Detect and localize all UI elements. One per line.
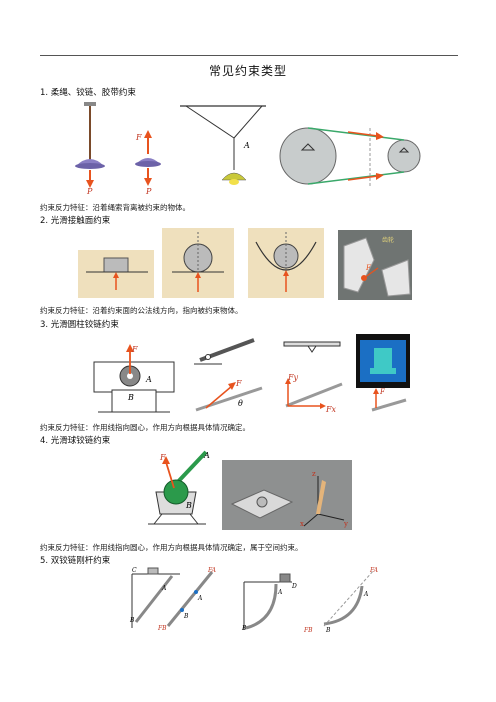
label-F-small: F — [379, 388, 386, 396]
hanging-lamp-figure: A — [180, 105, 266, 185]
section-5-heading: 5. 双铰链刚杆约束 — [40, 556, 111, 566]
label-Fx: Fx — [325, 405, 337, 414]
ball-joint-figure: A F B — [148, 450, 210, 525]
gear-text: 齿轮 — [382, 236, 394, 244]
header-rule — [40, 55, 458, 56]
label-F-gear: F — [365, 264, 372, 272]
section-2-heading: 2. 光滑接触面约束 — [40, 216, 111, 226]
label-theta: θ — [238, 399, 243, 408]
lamp-figure: P — [75, 102, 105, 195]
label-z: z — [312, 470, 316, 478]
label-B-rod4: B — [325, 627, 331, 634]
label-F: F — [135, 133, 142, 142]
chess-icon-figure — [356, 334, 410, 388]
label-A-rod: A — [161, 585, 167, 592]
label-FA: FA — [207, 567, 217, 574]
cylinder-hinge-figure: F A B — [93, 344, 175, 413]
rigid-rod-figure: C A B — [129, 567, 180, 628]
section-4-note: 约束反力特征：作用线指向圆心，作用方向根据具体情况确定，属于空间约束。 — [40, 543, 303, 552]
label-P2: P — [145, 187, 152, 196]
flat-contact-figure — [78, 250, 154, 298]
page-title: 常见约束类型 — [208, 64, 287, 78]
curved-contact-figure — [248, 228, 324, 298]
section-1-note: 约束反力特征：沿着绳索背离被约束的物体。 — [40, 203, 190, 212]
label-A-hinge: A — [145, 375, 152, 384]
curved-rod-force-figure: FA FB A B — [303, 567, 379, 634]
label-x: x — [300, 520, 304, 528]
label-F-hinge: F — [131, 345, 138, 354]
lamp-force-figure: F P — [135, 130, 161, 196]
section-1-heading: 1. 柔绳、铰链、胶带约束 — [40, 88, 136, 98]
belt-pulley-figure — [279, 127, 421, 186]
hinged-bar-figure — [194, 338, 255, 365]
beam-figure — [283, 341, 341, 353]
label-A-rod4: A — [363, 591, 369, 598]
label-P: P — [86, 187, 93, 195]
label-A-rod3: A — [277, 589, 283, 596]
label-A-ball: A — [203, 451, 210, 460]
label-B-rod3: B — [241, 625, 247, 632]
section-3-heading: 3. 光滑圆柱铰链约束 — [40, 320, 119, 330]
force-components-figure: Fy Fx — [285, 373, 343, 414]
label-B-rod2: B — [183, 613, 189, 620]
small-hinge-figure: F — [371, 388, 407, 412]
ball-contact-figure — [162, 228, 234, 298]
gear-contact-figure: F 齿轮 — [338, 230, 412, 300]
label-Fy: Fy — [287, 373, 299, 382]
force-angle-figure: F θ — [195, 379, 263, 412]
ball-joint-3d-figure: z y x — [222, 460, 352, 530]
label-C-rod: C — [132, 567, 137, 574]
label-y: y — [343, 520, 348, 528]
section-4-heading: 4. 光滑球铰链约束 — [40, 436, 111, 446]
label-A1: A — [243, 141, 250, 150]
rod-force-figure: FA FB A B — [157, 567, 217, 632]
label-F-angle: F — [235, 379, 242, 388]
section-2-note: 约束反力特征：沿着约束面的公法线方向，指向被约束物体。 — [40, 306, 243, 315]
label-B-hinge: B — [127, 393, 134, 402]
label-F-ball: F — [159, 453, 166, 462]
label-B-ball: B — [185, 501, 192, 510]
curved-rod-figure: D A B — [241, 573, 297, 632]
label-FB2: FB — [303, 627, 313, 634]
label-FB: FB — [157, 625, 167, 632]
label-FA2: FA — [369, 567, 379, 574]
label-D-rod: D — [291, 583, 297, 590]
label-A-rod2: A — [197, 595, 203, 602]
label-B-rod: B — [129, 617, 135, 624]
section-3-note: 约束反力特征：作用线指向圆心，作用方向根据具体情况确定。 — [40, 423, 250, 432]
